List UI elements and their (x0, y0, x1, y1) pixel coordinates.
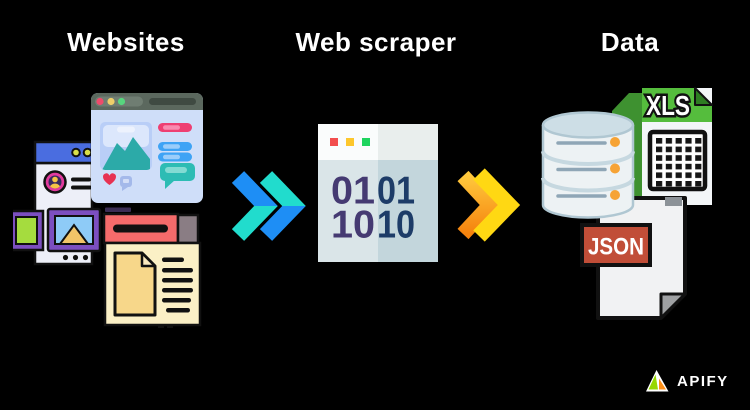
database-tier-line (541, 177, 635, 193)
window-dot-icon (71, 147, 81, 158)
dot (82, 254, 89, 261)
accent-bar (105, 207, 131, 212)
apify-wordmark: APIFY (677, 372, 729, 390)
image-card-sky (103, 125, 149, 147)
xls-tab (665, 197, 682, 206)
blue-pill-inner (163, 144, 180, 149)
text-line (162, 268, 193, 273)
window-square-green-icon (362, 138, 370, 146)
apify-mark-green (648, 374, 658, 390)
xls-label: XLS (646, 90, 690, 121)
image-card-cloud (117, 126, 135, 133)
address-bar (149, 98, 196, 105)
notch (167, 324, 173, 328)
text-line (162, 288, 193, 293)
json-badge-box (580, 223, 652, 267)
chevron (259, 171, 306, 241)
article-title-bar (113, 224, 168, 233)
traffic-light-green-icon (117, 97, 126, 106)
gallery-thumbnails (13, 207, 102, 261)
window-square-yellow-icon (346, 138, 354, 146)
json-badge: JSON (580, 223, 652, 267)
arrow-scraper-to-data-icon (457, 168, 521, 242)
stage-title-websites: Websites (67, 27, 185, 57)
websites-collage-icon (13, 93, 203, 328)
database-top (541, 111, 635, 139)
text-line (166, 308, 190, 313)
document-icon (113, 251, 157, 317)
window-square-red-icon (330, 138, 338, 146)
blue-pill-inner (163, 154, 180, 160)
browser-window-icon (91, 93, 203, 203)
scraper-body-left (318, 160, 378, 262)
text-line (162, 257, 184, 262)
avatar-person (49, 176, 61, 189)
chevron (231, 171, 278, 241)
thumbnail-mountain-icon (58, 223, 90, 245)
binary-row1-left: 01 (331, 170, 375, 213)
article-window-icon (102, 212, 202, 328)
text-line (71, 185, 92, 190)
article-header-square (176, 213, 200, 245)
spreadsheet-cells (656, 138, 702, 187)
window-dot-icon (82, 147, 93, 158)
apify-logo: APIFY (646, 369, 729, 393)
scraper-header-right (378, 124, 438, 160)
database-icon (541, 111, 635, 219)
xls-file-icon: XLS (642, 87, 713, 205)
thumbnail-green (15, 216, 38, 245)
text-line (162, 298, 191, 303)
like-icon (120, 176, 132, 191)
text-line (71, 177, 91, 182)
scraper-body-right (378, 160, 438, 262)
notch (158, 324, 164, 328)
stage-title-data: Data (600, 27, 660, 57)
stage-title-web-scraper: Web scraper (295, 27, 457, 57)
database-xls-json-icon: XLS JSON (541, 87, 713, 320)
json-page-fold (659, 292, 687, 320)
json-label: JSON (588, 234, 644, 261)
traffic-light-red-icon (96, 97, 104, 106)
text-line (162, 278, 193, 283)
dot (72, 254, 79, 261)
mountains-icon (102, 137, 150, 170)
dot (62, 254, 69, 261)
document-fold (140, 251, 157, 268)
apify-mark-orange (659, 378, 666, 390)
binary-code-browser-icon: 01 01 10 10 (318, 124, 438, 262)
tier-led-icon (610, 163, 620, 174)
xls-fold (694, 87, 713, 106)
tier-led-icon (610, 137, 620, 147)
traffic-light-yellow-icon (107, 97, 115, 106)
pink-pill-inner (163, 125, 180, 130)
chevron (457, 170, 501, 240)
chat-bubble-icon (160, 163, 195, 189)
chevron (473, 168, 521, 242)
binary-row2-left: 10 (331, 204, 375, 247)
apify-mark-icon (646, 370, 669, 392)
heart-icon (103, 173, 116, 185)
database-tier-line (541, 151, 635, 166)
tier-led-icon (610, 190, 620, 200)
binary-row2-right: 10 (377, 204, 415, 247)
arrow-websites-to-scraper-icon (231, 171, 306, 241)
binary-row1-right: 01 (377, 170, 415, 213)
